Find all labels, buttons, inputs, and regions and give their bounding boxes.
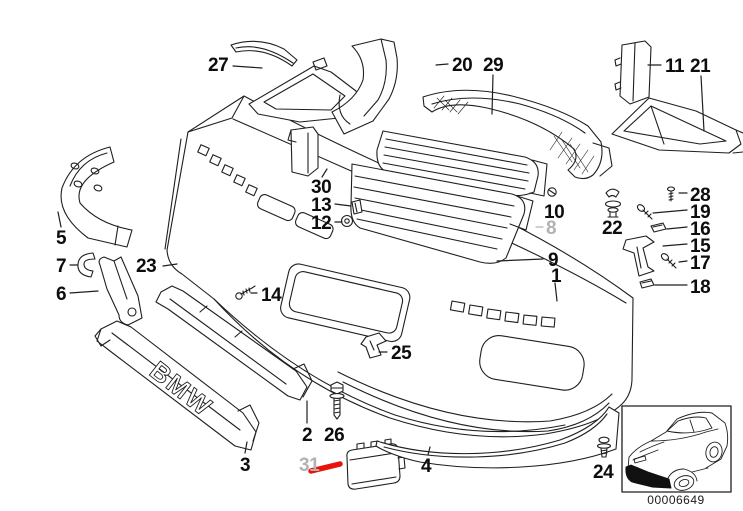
part-27-trim-frame (230, 40, 360, 123)
screw-icon-17 (660, 253, 677, 269)
part-label-14[interactable]: 14 (261, 285, 282, 306)
part-25-clip (360, 332, 387, 359)
leader-lines (57, 63, 705, 456)
part-label-4[interactable]: 4 (421, 456, 432, 477)
part-center-grille (376, 130, 548, 197)
part-29-upper-grille (422, 89, 613, 180)
part-label-28[interactable]: 28 (690, 185, 711, 206)
part-label-1[interactable]: 1 (551, 266, 562, 287)
part-21-tray (611, 97, 743, 154)
part-lower-molding (337, 371, 613, 433)
part-label-20[interactable]: 20 (452, 55, 473, 76)
clip-icon-13 (351, 199, 363, 215)
bolt-icon-26 (329, 381, 345, 420)
part-label-15[interactable]: 15 (690, 236, 711, 257)
part-label-7[interactable]: 7 (56, 256, 67, 277)
part-label-6[interactable]: 6 (56, 284, 67, 305)
part-label-21[interactable]: 21 (690, 56, 711, 77)
rivet-screw-icon-24 (596, 436, 612, 458)
part-label-29[interactable]: 29 (483, 55, 504, 76)
part-5-trim-strip (60, 146, 133, 248)
screw-icon-19 (636, 204, 653, 220)
part-label-17[interactable]: 17 (690, 253, 711, 274)
car-thumbnail-box (621, 405, 732, 493)
part-6-bracket (98, 256, 143, 326)
part-label-25[interactable]: 25 (391, 343, 412, 364)
part-label-23[interactable]: 23 (136, 256, 157, 277)
screw-icon-10 (547, 187, 557, 197)
part-label-16[interactable]: 16 (690, 219, 711, 240)
part-label-26[interactable]: 26 (324, 425, 345, 446)
car-sketch (625, 411, 729, 491)
part-label-9[interactable]: 9 (548, 250, 559, 271)
highlight-arrow (308, 461, 343, 474)
part-label-10[interactable]: 10 (544, 202, 565, 223)
screw-icon-28 (666, 186, 676, 202)
screw-icon-14 (235, 285, 256, 300)
clip-nut-icon-16 (650, 222, 667, 233)
clip-nut-icon-18 (639, 278, 655, 289)
part-label-30[interactable]: 30 (311, 177, 332, 198)
part-15-bracket (622, 235, 655, 277)
part-label-8[interactable]: 8 (546, 218, 557, 239)
part-label-19[interactable]: 19 (690, 202, 711, 223)
part-4-trim-strip (375, 406, 620, 469)
part-label-12[interactable]: 12 (311, 213, 332, 234)
part-label-24[interactable]: 24 (593, 462, 614, 483)
part-31-bumper-grille-insert (346, 438, 406, 490)
part-label-18[interactable]: 18 (690, 277, 711, 298)
part-label-5[interactable]: 5 (56, 228, 67, 249)
part-label-2[interactable]: 2 (302, 425, 313, 446)
diagram-code: 00006649 (647, 493, 705, 507)
part-lower-grille (350, 163, 534, 264)
part-20-air-duct (331, 38, 398, 135)
part-7-clip (77, 252, 96, 278)
highlighted-front-bumper (625, 464, 672, 489)
part-label-3[interactable]: 3 (240, 455, 251, 476)
expansion-rivet-icon-22 (604, 188, 622, 218)
nut-icon-12 (340, 214, 354, 228)
part-label-27[interactable]: 27 (208, 55, 229, 76)
part-label-22[interactable]: 22 (602, 218, 623, 239)
part-label-13[interactable]: 13 (311, 195, 332, 216)
part-30-bracket (287, 126, 319, 177)
part-2-absorber (155, 285, 313, 401)
part-11-bracket (614, 40, 652, 105)
part-label-11[interactable]: 11 (665, 56, 685, 77)
part-label-31[interactable]: 31 (299, 455, 320, 476)
